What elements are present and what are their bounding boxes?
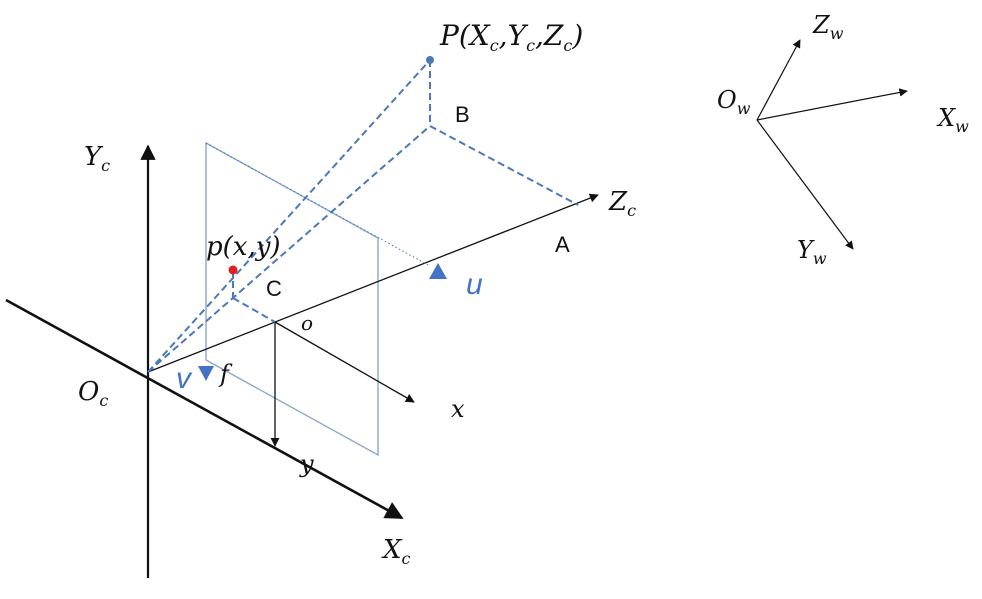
v-axis-arrow-icon — [198, 366, 214, 381]
u-axis-label: u — [466, 268, 483, 301]
world-x-label: Xw — [936, 104, 969, 136]
point-a-label: A — [555, 232, 570, 257]
camera-x-axis — [5, 298, 404, 520]
image-point-label: p(x,y) — [206, 232, 281, 262]
image-x-label: x — [451, 395, 465, 423]
point-b-label: B — [455, 102, 470, 127]
image-y-label: y — [299, 450, 314, 478]
world-y-axis — [756, 119, 854, 250]
camera-y-label: Yc — [84, 142, 110, 175]
world-z-label: Zw — [812, 11, 844, 43]
camera-z-axis — [147, 193, 599, 373]
projection-lines — [147, 59, 579, 373]
camera-z-label: Zc — [608, 187, 636, 220]
image-point-marker — [228, 265, 238, 275]
world-point-marker — [426, 56, 434, 64]
u-axis-guide — [205, 142, 431, 267]
world-origin-label: Ow — [717, 86, 751, 118]
point-c-label: C — [266, 276, 282, 301]
world-y-label: Yw — [797, 236, 827, 268]
image-plane — [205, 141, 379, 457]
world-z-axis — [756, 39, 801, 121]
camera-x-label: Xc — [381, 535, 411, 568]
v-axis-label: v — [176, 362, 193, 395]
image-origin-label: o — [301, 311, 313, 335]
image-x-axis — [274, 321, 415, 403]
world-x-axis — [756, 88, 908, 121]
world-point-label: P(Xc,Yc,Zc) — [439, 19, 583, 55]
camera-origin-label: Oc — [78, 377, 108, 410]
u-axis-arrow-icon — [429, 263, 447, 279]
